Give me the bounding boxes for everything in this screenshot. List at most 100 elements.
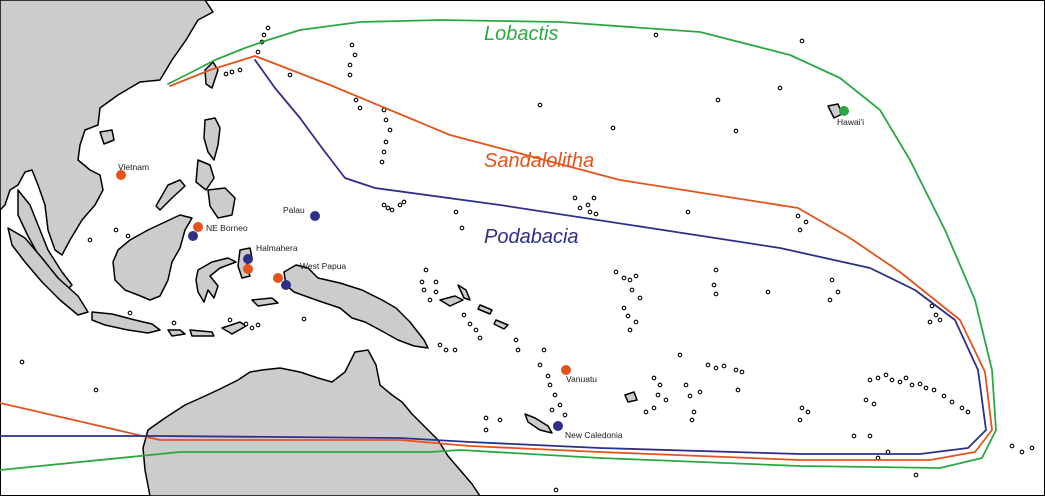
islet-marker (433, 289, 439, 295)
islet-marker (657, 382, 663, 388)
sample-point-halmahera-sandalolitha (243, 264, 253, 274)
islet-marker (913, 472, 919, 478)
islet-marker (381, 149, 387, 155)
islet-marker (643, 409, 649, 415)
fiji (624, 391, 638, 403)
islet-marker (427, 297, 433, 303)
sample-point-west-papua-sandalolitha (273, 273, 283, 283)
islet-marker (265, 25, 271, 31)
new-guinea (283, 264, 429, 349)
islet-marker (461, 312, 467, 318)
label-hawaii: Hawai'i (837, 117, 864, 127)
islet-marker (347, 72, 353, 78)
islet-marker (483, 415, 489, 421)
islet-marker (685, 209, 691, 215)
islet-marker (127, 310, 133, 316)
sample-point-west-papua-podabacia (281, 280, 291, 290)
islet-marker (655, 392, 661, 398)
islet-marker (777, 85, 783, 91)
islet-marker (691, 409, 697, 415)
islet-marker (255, 322, 261, 328)
islet-marker (562, 412, 568, 418)
islet-marker (261, 32, 267, 38)
islet-marker (423, 267, 429, 273)
lobactis-range-line (0, 19, 997, 471)
lesser-sunda-b (189, 329, 215, 337)
islet-marker (805, 409, 811, 415)
islet-marker (733, 367, 739, 373)
islet-marker (765, 289, 771, 295)
islet-marker (689, 417, 695, 423)
sample-point-ne-borneo-podabacia (188, 231, 198, 241)
islet-marker (797, 227, 803, 233)
islet-marker (515, 347, 521, 353)
islet-marker (591, 195, 597, 201)
islet-marker (803, 219, 809, 225)
luzon (203, 117, 221, 161)
islet-marker (835, 289, 841, 295)
islet-marker (483, 427, 489, 433)
islet-marker (613, 269, 619, 275)
islet-marker (633, 273, 639, 279)
islet-marker (379, 159, 385, 165)
islet-marker (677, 352, 683, 358)
sample-point-vanuatu (561, 365, 571, 375)
islet-marker (713, 365, 719, 371)
islet-marker (587, 209, 593, 215)
islet-marker (875, 375, 881, 381)
islet-marker (572, 195, 578, 201)
label-new-caledonia: New Caledonia (565, 430, 623, 440)
islet-marker (941, 393, 947, 399)
islet-marker (453, 209, 459, 215)
label-palau: Palau (283, 205, 305, 215)
islet-marker (433, 279, 439, 285)
islet-marker (927, 319, 933, 325)
islet-marker (713, 291, 719, 297)
islet-marker (301, 316, 307, 322)
sample-point-new-caledonia (553, 421, 563, 431)
islet-marker (937, 317, 943, 323)
islet-marker (627, 277, 633, 283)
asia-mainland (0, 0, 214, 256)
islet-marker (625, 313, 631, 319)
islet-marker (959, 405, 965, 411)
islet-marker (711, 282, 717, 288)
new-britain (439, 295, 464, 307)
sumatra (7, 227, 89, 316)
islet-marker (883, 372, 889, 378)
islet-marker (863, 397, 869, 403)
solomon-a (477, 304, 493, 315)
islet-marker (352, 52, 358, 58)
label-ne-borneo: NE Borneo (206, 223, 248, 233)
islet-marker (795, 213, 801, 219)
islets (19, 25, 1035, 493)
sample-points (116, 106, 849, 431)
islet-marker (421, 287, 427, 293)
islet-marker (633, 319, 639, 325)
islet-marker (249, 325, 255, 331)
islet-marker (965, 409, 971, 415)
seram (251, 297, 279, 307)
islet-marker (385, 205, 391, 211)
islet-marker (347, 62, 353, 68)
islet-marker (229, 69, 235, 75)
philippines-central (195, 159, 215, 191)
islet-marker (653, 32, 659, 38)
islet-marker (237, 67, 243, 73)
podabacia-range-line (0, 59, 987, 455)
solomon-b (493, 319, 509, 330)
islet-marker (735, 387, 741, 393)
islet-marker (557, 402, 563, 408)
sample-point-palau (310, 211, 320, 221)
islet-marker (1029, 445, 1035, 451)
islet-marker (552, 392, 558, 398)
islet-marker (473, 327, 479, 333)
islet-marker (917, 381, 923, 387)
label-vanuatu: Vanuatu (566, 374, 597, 384)
islet-marker (651, 375, 657, 381)
islet-marker (733, 128, 739, 134)
islet-marker (459, 225, 465, 231)
islet-marker (585, 202, 591, 208)
islet-marker (897, 379, 903, 385)
islet-marker (401, 199, 407, 205)
